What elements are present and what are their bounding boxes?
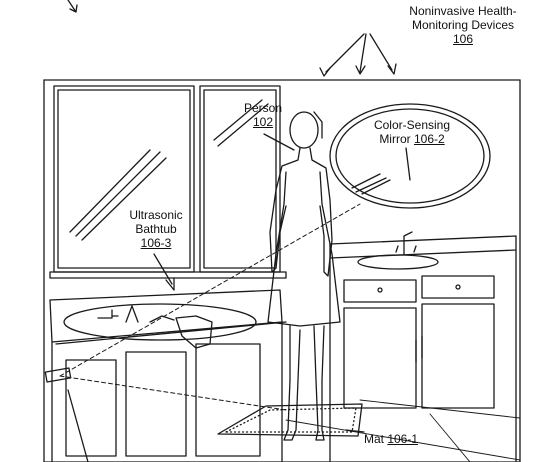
sensing-lines bbox=[59, 203, 361, 411]
partial-arrow bbox=[67, 0, 78, 13]
mat-ref: 106-1 bbox=[387, 432, 419, 446]
mat-wrap: Mat 106-1 bbox=[354, 432, 428, 446]
devices-line1: Noninvasive Health- bbox=[409, 4, 517, 18]
person-name: Person bbox=[243, 101, 283, 115]
mirror-line1: Color-Sensing bbox=[373, 118, 451, 132]
mirror bbox=[329, 103, 491, 209]
bathtub-line2: Bathtub bbox=[135, 222, 177, 236]
bathtub-ref: 106-3 bbox=[140, 236, 172, 250]
floor-lines bbox=[285, 399, 521, 462]
room-frame bbox=[43, 79, 521, 462]
devices-ref: 106 bbox=[452, 32, 474, 46]
leader-arrows bbox=[67, 33, 411, 462]
mirror-ref: 106-2 bbox=[413, 132, 445, 146]
mat bbox=[217, 403, 363, 437]
mirror-label: Color-Sensing Mirror 106-2 bbox=[370, 118, 454, 146]
window-sill bbox=[49, 271, 287, 279]
mirror-line2-wrap: Mirror 106-2 bbox=[370, 132, 454, 146]
person-ref: 102 bbox=[252, 115, 274, 129]
bathtub bbox=[44, 289, 287, 462]
person bbox=[267, 111, 341, 441]
vanity bbox=[329, 231, 517, 462]
person-label: Person 102 bbox=[240, 101, 286, 129]
mirror-line2: Mirror bbox=[379, 132, 411, 146]
devices-line2: Monitoring Devices bbox=[411, 18, 515, 32]
bathtub-label: Ultrasonic Bathtub 106-3 bbox=[124, 208, 188, 250]
mat-name: Mat bbox=[363, 432, 384, 446]
bathtub-line1: Ultrasonic bbox=[129, 208, 183, 222]
devices-label: Noninvasive Health- Monitoring Devices 1… bbox=[396, 4, 530, 46]
mat-label: Mat 106-1 bbox=[354, 432, 428, 446]
